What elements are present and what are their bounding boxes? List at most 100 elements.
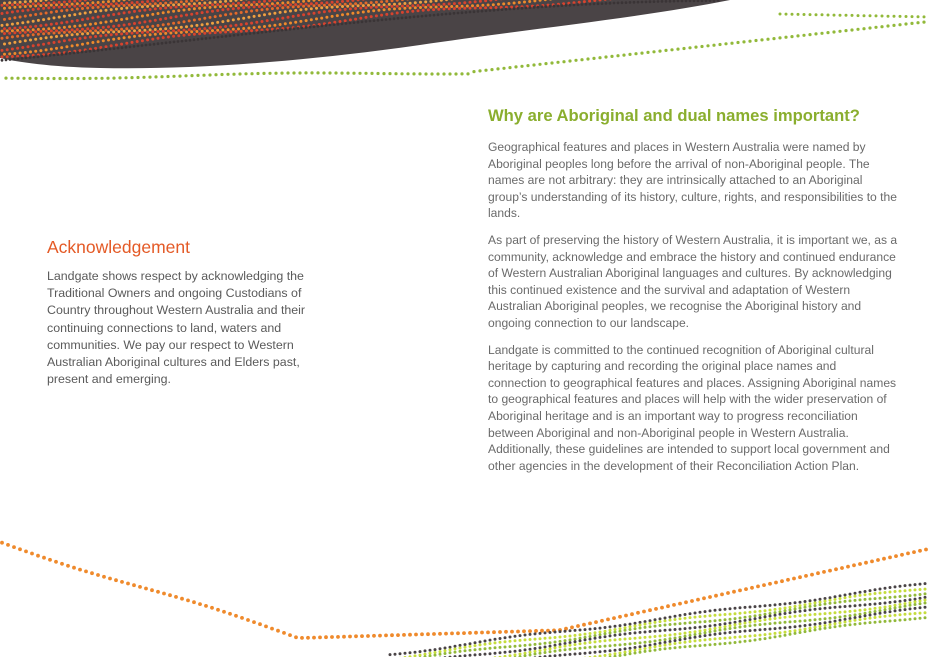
top-band-dot bbox=[91, 1, 95, 5]
bottom-band-dot bbox=[683, 634, 687, 638]
bottom-band-dot bbox=[573, 652, 577, 656]
bottom-band-dot bbox=[788, 611, 792, 615]
bottom-band-dot bbox=[643, 630, 647, 634]
top-band-dot bbox=[434, 5, 438, 9]
top-band-edge-dot bbox=[304, 26, 308, 29]
top-band-dot bbox=[179, 5, 183, 9]
top-band-dot bbox=[151, 0, 155, 3]
bottom-orange-dot bbox=[204, 604, 208, 608]
top-band-dot bbox=[99, 46, 103, 49]
bottom-orange-dot bbox=[828, 568, 832, 573]
top-band-dot bbox=[21, 9, 25, 13]
top-band-dot bbox=[117, 0, 121, 2]
bottom-band-dot bbox=[738, 640, 742, 644]
bottom-band-dot bbox=[523, 648, 527, 652]
top-green-dot bbox=[106, 76, 110, 80]
top-green-dot bbox=[466, 72, 470, 76]
top-band-dot bbox=[109, 33, 113, 37]
top-green-dot bbox=[244, 72, 248, 76]
top-band-dot bbox=[78, 30, 82, 34]
top-green-dot bbox=[592, 56, 596, 61]
bottom-band-dot bbox=[693, 644, 697, 648]
bottom-band-dot bbox=[598, 626, 602, 630]
bottom-band-dot bbox=[583, 641, 587, 645]
bottom-band-dot bbox=[613, 628, 617, 631]
top-band-edge-dot bbox=[664, 0, 668, 3]
top-band-dot bbox=[70, 8, 74, 12]
top-band-dot bbox=[320, 1, 324, 5]
bottom-orange-dot bbox=[810, 572, 814, 577]
bottom-orange-dot bbox=[210, 605, 214, 610]
bottom-band-dot bbox=[758, 616, 762, 620]
top-band-edge-dot bbox=[444, 12, 448, 16]
bottom-band-dot bbox=[883, 591, 887, 594]
bottom-band-dot bbox=[578, 646, 582, 650]
top-band-dot bbox=[138, 34, 142, 38]
bottom-band-dot bbox=[643, 620, 647, 624]
top-band-dot bbox=[161, 4, 165, 7]
top-band-dot bbox=[291, 14, 295, 18]
bottom-band-dot bbox=[613, 638, 617, 642]
top-band-dot bbox=[247, 15, 251, 19]
top-band-dot bbox=[49, 10, 53, 14]
top-band-dot bbox=[42, 32, 46, 36]
top-band-dot bbox=[257, 14, 261, 18]
top-band-dot bbox=[593, 0, 597, 2]
top-green-dot bbox=[736, 40, 740, 45]
bottom-band-dot bbox=[448, 645, 452, 649]
top-band-dot bbox=[73, 0, 77, 3]
top-green-dot bbox=[274, 71, 278, 75]
top-band-dot bbox=[252, 26, 256, 30]
paragraph-commitment: Landgate is committed to the continued r… bbox=[488, 342, 897, 473]
bottom-orange-dot bbox=[228, 611, 232, 616]
bottom-band-dot bbox=[853, 591, 857, 595]
bottom-band-dot bbox=[648, 619, 652, 623]
bottom-orange-dot bbox=[888, 555, 892, 560]
top-band-edge-dot bbox=[160, 41, 164, 45]
bottom-band-dot bbox=[893, 595, 897, 599]
bottom-band-dot bbox=[653, 629, 657, 633]
bottom-band-dot bbox=[678, 632, 682, 636]
bottom-band-dot bbox=[908, 583, 912, 587]
bottom-band-dot bbox=[563, 639, 567, 643]
top-band-dot bbox=[88, 10, 92, 14]
top-band-dot bbox=[205, 3, 209, 7]
top-band-dot bbox=[153, 7, 157, 11]
bottom-band-dot bbox=[773, 617, 777, 620]
top-band-dot bbox=[203, 27, 207, 31]
top-green-dot bbox=[574, 58, 578, 62]
top-green-dot bbox=[220, 72, 224, 77]
top-band-dot bbox=[281, 1, 285, 5]
bottom-band-dot bbox=[713, 642, 717, 646]
top-band-edge-dot bbox=[512, 7, 516, 11]
top-band-dot bbox=[192, 27, 196, 31]
bottom-band-dot bbox=[578, 636, 582, 640]
top-band-dot bbox=[130, 31, 134, 35]
top-band-dot bbox=[408, 6, 412, 10]
bottom-orange-dot bbox=[780, 579, 784, 584]
top-band-dot bbox=[270, 18, 274, 22]
top-band-edge-dot bbox=[524, 6, 528, 10]
top-band-dot bbox=[96, 40, 100, 44]
bottom-band-dot bbox=[563, 644, 567, 648]
bottom-orange-dot bbox=[234, 613, 238, 618]
bottom-band-dot bbox=[628, 622, 632, 626]
top-green-dot bbox=[832, 30, 836, 34]
top-band-dot bbox=[8, 6, 12, 10]
bottom-band-dot bbox=[768, 603, 772, 607]
top-band-dot bbox=[218, 14, 222, 18]
bottom-orange-dot bbox=[318, 635, 322, 640]
bottom-band-dot bbox=[538, 649, 542, 652]
acknowledgement-body: Landgate shows respect by acknowledging … bbox=[47, 269, 306, 387]
bottom-band-dot bbox=[758, 619, 762, 623]
bottom-band-dot bbox=[693, 635, 697, 639]
top-band-dot bbox=[21, 21, 25, 25]
bottom-band-dot bbox=[783, 602, 787, 606]
bottom-band-dot bbox=[783, 615, 787, 619]
top-band-dot bbox=[13, 40, 17, 44]
top-band-dot bbox=[31, 2, 35, 6]
top-band-dot bbox=[101, 30, 105, 34]
bottom-band-dot bbox=[903, 594, 907, 598]
bottom-band-dot bbox=[678, 613, 682, 617]
bottom-band-dot bbox=[803, 605, 807, 609]
